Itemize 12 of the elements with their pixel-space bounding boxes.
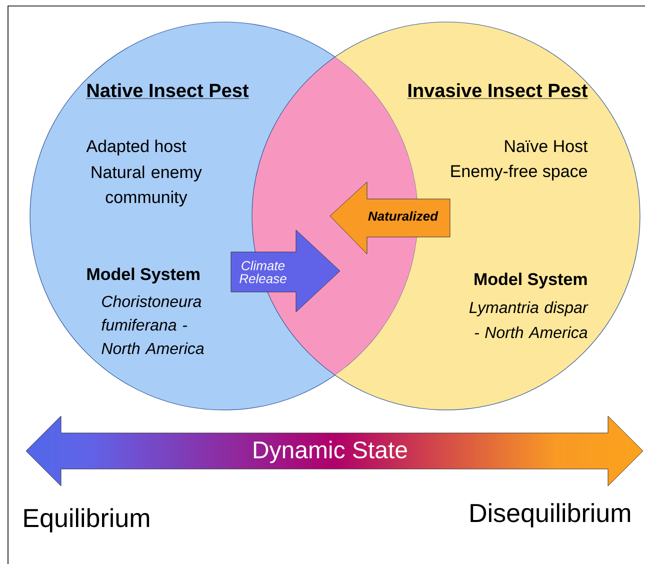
body-text: Naïve Host <box>505 140 588 152</box>
species-text: Lymantria dispar - North America <box>469 301 588 338</box>
body-text: Natural enemy community <box>92 166 202 207</box>
species-text: Choristoneura fumiferana - North America <box>102 295 204 354</box>
heading: Native Insect Pest <box>86 83 250 99</box>
subheading: Model System <box>87 268 200 284</box>
subheading: Model System <box>474 272 587 289</box>
body-text: Enemy-free space <box>451 164 588 181</box>
axis-end-label: Equilibrium <box>24 508 150 532</box>
axis-end-label: Disequilibrium <box>470 503 630 528</box>
body-text: Adapted host <box>86 140 186 156</box>
heading: Invasive Insect Pest <box>407 83 588 99</box>
